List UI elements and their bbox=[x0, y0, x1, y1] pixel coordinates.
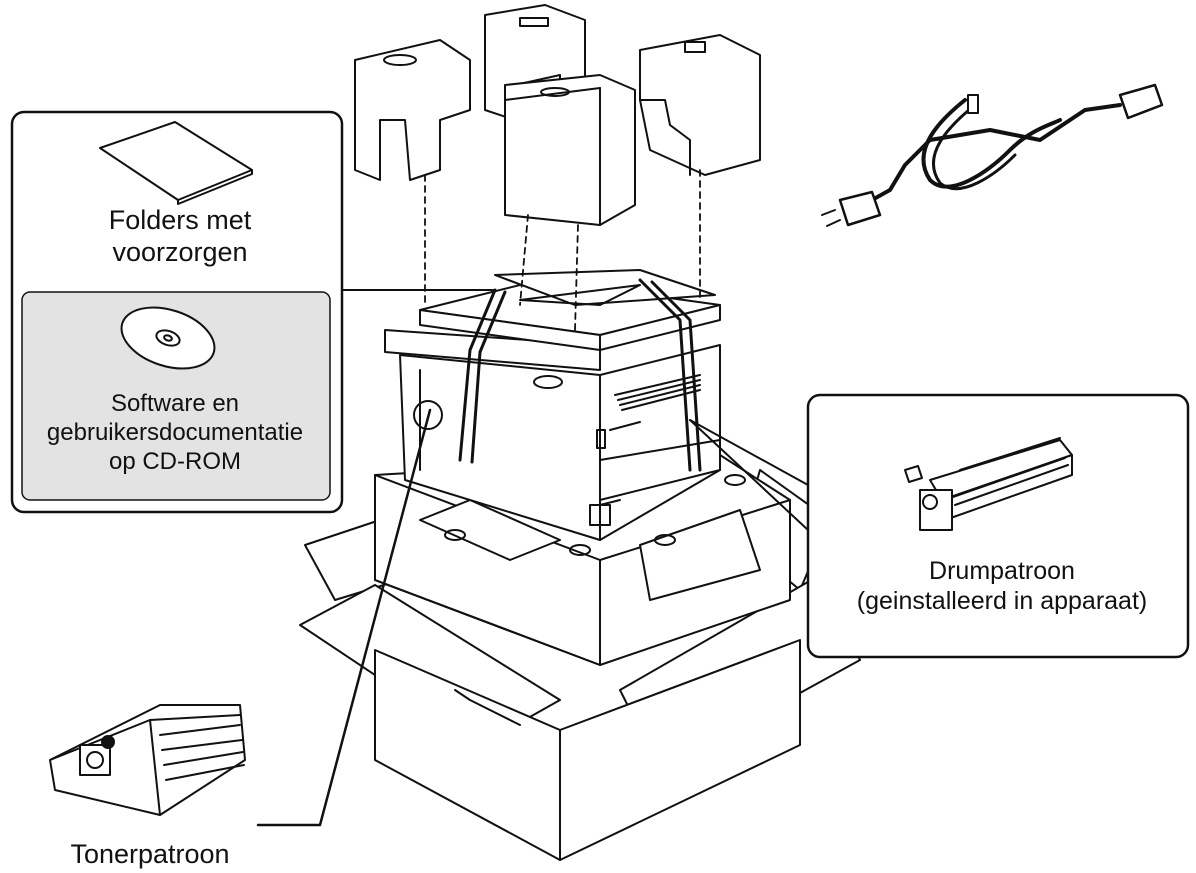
copier bbox=[384, 269, 721, 541]
shipping-box bbox=[299, 469, 861, 861]
manual-booklet-icon bbox=[99, 121, 253, 205]
toner-cartridge-icon bbox=[49, 704, 246, 816]
label-drum-line-2: (geinstalleerd in apparaat) bbox=[856, 587, 1148, 615]
accessories-callout bbox=[10, 110, 496, 514]
label-folders-line-2: voorzorgen bbox=[112, 237, 248, 268]
toner-leader-line bbox=[256, 408, 432, 827]
label-drum: Drumpatroon (geinstalleerd in apparaat) bbox=[812, 556, 1192, 616]
label-drum-line-1: Drumpatroon bbox=[929, 557, 1075, 585]
label-software-line-3: op CD-ROM bbox=[108, 447, 241, 475]
cd-rom-icon bbox=[120, 306, 216, 370]
label-folders-line-1: Folders met bbox=[108, 205, 252, 235]
label-software: Software en gebruikersdocumentatie op CD… bbox=[20, 390, 330, 476]
drum-cartridge-icon bbox=[904, 437, 1073, 531]
label-folders: Folders met voorzorgen bbox=[30, 204, 330, 269]
power-cord-icon bbox=[821, 83, 1164, 227]
label-software-line-2: gebruikersdocumentatie bbox=[46, 418, 304, 446]
foam-packing-pieces bbox=[354, 4, 761, 331]
foam-base bbox=[374, 454, 791, 666]
drum-callout bbox=[689, 393, 1190, 659]
label-software-line-1: Software en bbox=[110, 390, 240, 417]
label-toner: Tonerpatroon bbox=[70, 839, 230, 869]
